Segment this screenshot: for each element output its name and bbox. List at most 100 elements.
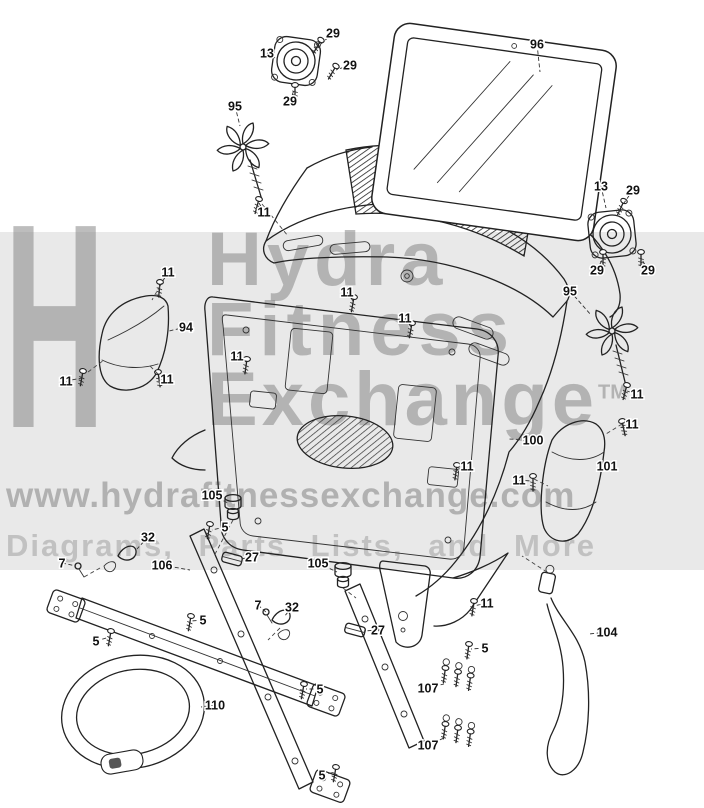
part-callout-110: 110	[205, 699, 225, 713]
cable-connector	[537, 564, 557, 595]
bushings-105	[224, 493, 352, 589]
callout-leader	[159, 271, 169, 287]
screen-bezel	[371, 22, 617, 242]
screw-5	[462, 640, 474, 660]
part-callout-104: 104	[597, 626, 618, 640]
callout-leader	[190, 619, 204, 622]
console-top-left-edge	[306, 146, 373, 169]
callout-leader	[61, 562, 77, 567]
part-callout-95: 95	[228, 100, 242, 114]
clip-27-left	[221, 551, 243, 567]
screw-set-107-lower	[439, 714, 475, 746]
back-frame-inner	[221, 314, 481, 560]
part-callout-95: 95	[563, 285, 577, 299]
callout-leader	[236, 355, 247, 363]
part-callout-32: 32	[141, 531, 155, 545]
side-cover-94	[98, 294, 170, 391]
callout-leader	[283, 606, 293, 618]
part-callout-11: 11	[480, 597, 493, 611]
trim-slot	[329, 241, 371, 255]
part-callout-96: 96	[530, 38, 544, 52]
console-right-slot	[468, 342, 510, 366]
display-screen-96	[371, 22, 617, 242]
part-callout-105: 105	[202, 489, 223, 503]
callout-leader	[569, 290, 592, 316]
callout-leader	[363, 629, 379, 632]
strap-sensor-pod	[100, 749, 144, 775]
frame-cutout-small	[249, 390, 277, 410]
trim-knob	[400, 269, 414, 283]
trim-slot	[282, 234, 324, 252]
callout-leader	[161, 564, 191, 571]
callout-leader	[508, 438, 534, 441]
part-callout-29: 29	[626, 184, 640, 198]
fan-95-left	[216, 122, 270, 172]
frame-vent	[296, 415, 394, 469]
part-callout-13: 13	[594, 180, 608, 194]
part-callout-32: 32	[285, 601, 299, 615]
callout-leader	[257, 604, 268, 614]
callout-leader	[346, 291, 354, 302]
crossbar-base	[46, 589, 346, 717]
screen-panel	[386, 37, 603, 221]
fan-shaft-left	[247, 159, 264, 201]
part-callout-11: 11	[59, 375, 72, 389]
part-callout-94: 94	[179, 321, 193, 335]
callout-leader	[470, 647, 486, 650]
screw-11	[528, 472, 538, 492]
part-callout-11: 11	[160, 373, 173, 387]
part-callout-5: 5	[93, 635, 100, 649]
console-right-edge	[415, 300, 568, 597]
callout-leader	[320, 32, 334, 45]
part-callout-5: 5	[319, 769, 326, 783]
part-callout-11: 11	[230, 350, 243, 364]
neck-hole	[398, 611, 408, 621]
crossbar-plate-left	[46, 589, 86, 623]
part-callout-29: 29	[641, 264, 655, 278]
frame-cutout	[284, 327, 334, 395]
fan-shaft-right	[612, 344, 629, 387]
callout-leader	[211, 526, 226, 531]
console-left-flap	[171, 429, 206, 471]
part-callout-11: 11	[460, 460, 473, 474]
side-cover-101	[540, 420, 606, 542]
rail-bottom-bracket	[309, 769, 351, 803]
callout-leader	[240, 556, 253, 560]
part-callout-100: 100	[523, 434, 544, 448]
part-callout-11: 11	[161, 266, 174, 280]
part-callout-5: 5	[200, 614, 207, 628]
callout-leader	[335, 64, 351, 71]
part-callout-29: 29	[343, 59, 357, 73]
console-skirt	[433, 552, 509, 627]
callout-leader	[234, 105, 241, 127]
neck-hole-small	[400, 627, 406, 633]
callout-leader	[211, 494, 229, 504]
part-callout-11: 11	[398, 312, 411, 326]
callout-leader	[623, 189, 634, 204]
screw-11	[76, 367, 88, 388]
callout-leader	[455, 465, 468, 471]
console-neck	[379, 560, 431, 648]
chest-strap-110	[60, 654, 206, 775]
callout-leader	[258, 202, 265, 213]
frame-cutout-small	[426, 466, 460, 488]
part-callout-29: 29	[326, 27, 340, 41]
wire-clip-32-left	[103, 545, 137, 573]
callout-leader	[536, 43, 541, 73]
part-callout-11: 11	[257, 206, 270, 220]
callout-leader	[598, 465, 608, 469]
part-callout-11: 11	[625, 418, 638, 432]
callout-leader	[200, 704, 216, 708]
callout-leader	[168, 326, 187, 332]
callout-leader	[427, 683, 445, 689]
part-callout-101: 101	[597, 460, 618, 474]
part-callout-11: 11	[630, 388, 643, 402]
part-callout-107: 107	[418, 682, 439, 696]
screw-29	[324, 61, 341, 82]
screen-glare	[413, 61, 511, 170]
callout-leader	[289, 89, 295, 102]
callout-leader	[588, 631, 608, 635]
cable-104	[537, 564, 590, 776]
